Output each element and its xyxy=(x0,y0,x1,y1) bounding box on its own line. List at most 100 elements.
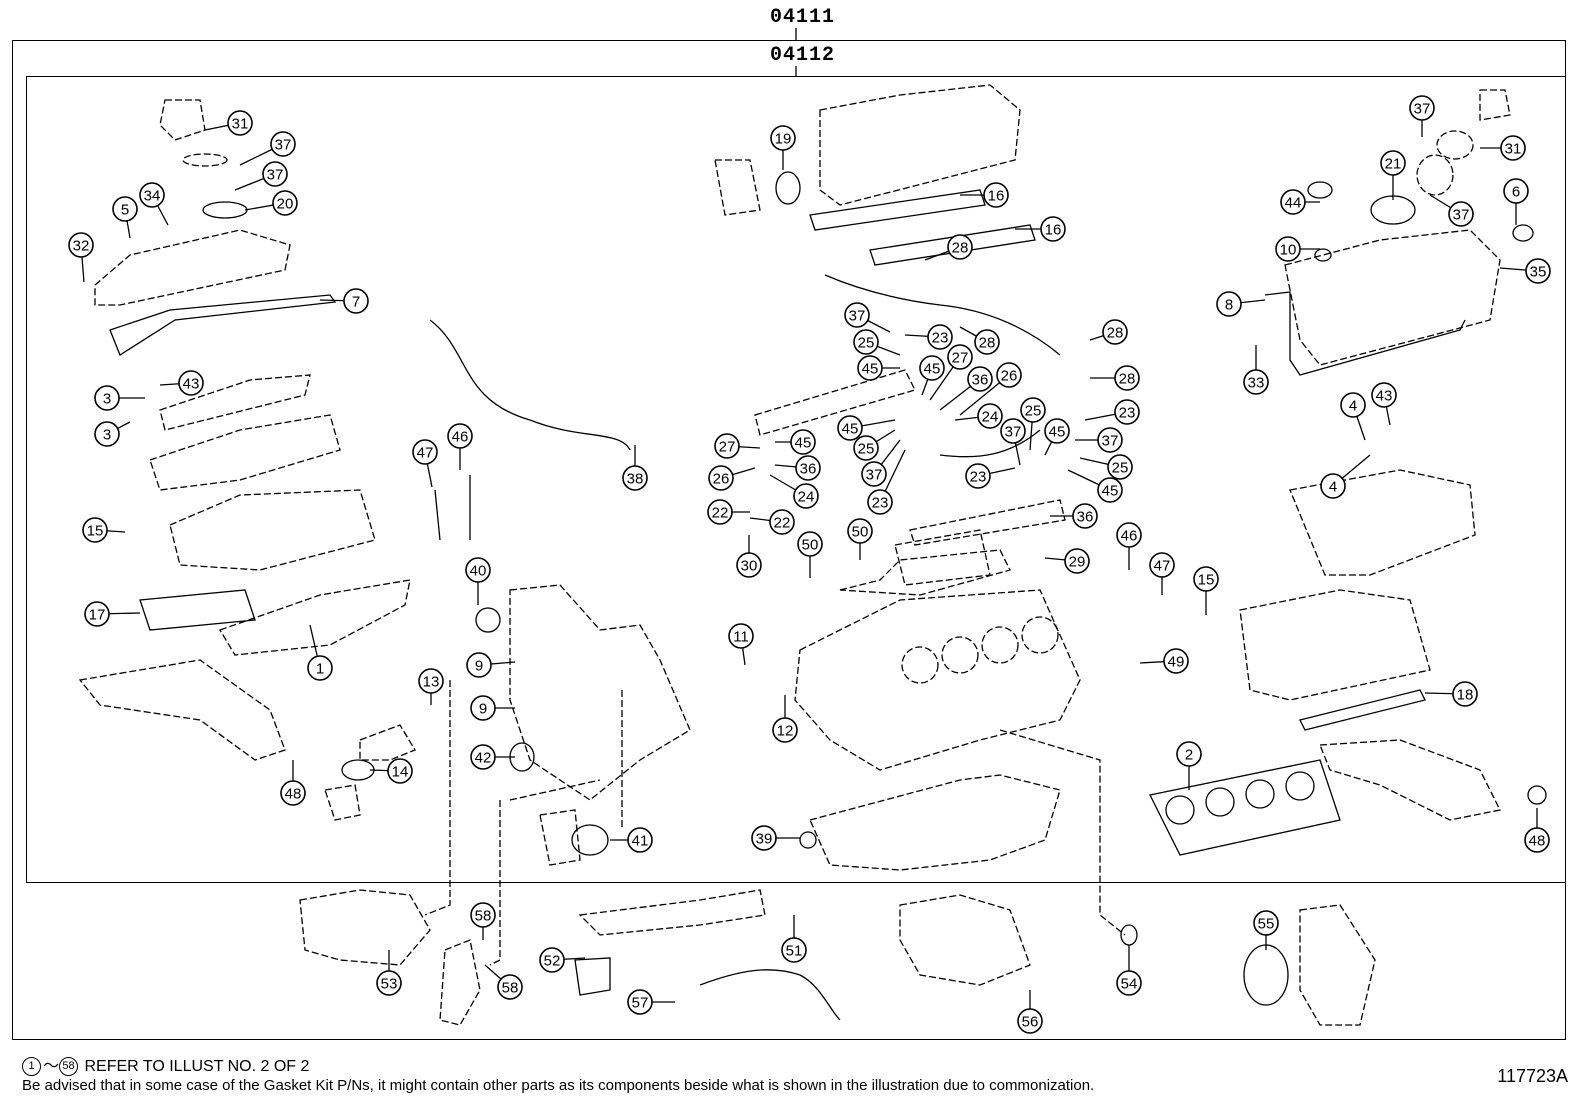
callout-23: 23 xyxy=(965,463,991,489)
callout-24: 24 xyxy=(793,483,819,509)
outer-kit-number: 04111 xyxy=(770,6,836,29)
callout-number: 48 xyxy=(1529,833,1546,850)
callout-number: 45 xyxy=(795,435,812,452)
callout-55: 55 xyxy=(1253,910,1279,936)
callout-25: 25 xyxy=(853,329,879,355)
callout-9: 9 xyxy=(466,652,492,678)
callout-5: 5 xyxy=(112,196,138,222)
callout-number: 26 xyxy=(1001,368,1018,385)
wire-harness xyxy=(429,319,631,451)
callout-1: 1 xyxy=(307,655,333,681)
callout-44: 44 xyxy=(1280,189,1306,215)
callout-number: 52 xyxy=(544,953,561,970)
callout-number: 27 xyxy=(719,439,736,456)
callout-number: 37 xyxy=(1102,433,1119,450)
callout-number: 12 xyxy=(777,723,794,740)
callout-13: 13 xyxy=(418,668,444,694)
callout-15: 15 xyxy=(82,517,108,543)
callout-number: 45 xyxy=(862,361,879,378)
callout-number: 39 xyxy=(756,831,773,848)
callout-number: 54 xyxy=(1121,976,1138,993)
callout-number: 45 xyxy=(842,421,859,438)
callout-number: 3 xyxy=(103,427,111,444)
callout-6: 6 xyxy=(1503,178,1529,204)
callout-number: 45 xyxy=(924,361,941,378)
callout-27: 27 xyxy=(714,433,740,459)
callout-number: 45 xyxy=(1102,483,1119,500)
callout-number: 23 xyxy=(872,495,889,512)
callout-number: 57 xyxy=(632,995,649,1012)
callout-number: 36 xyxy=(1077,509,1094,526)
callout-40: 40 xyxy=(465,557,491,583)
callout-37: 37 xyxy=(1409,95,1435,121)
callout-26: 26 xyxy=(996,362,1022,388)
engine-block xyxy=(794,529,1081,771)
callout-number: 48 xyxy=(285,786,302,803)
callout-number: 40 xyxy=(470,563,487,580)
callout-3: 3 xyxy=(94,421,120,447)
callout-number: 25 xyxy=(1025,403,1042,420)
callout-4: 4 xyxy=(1340,392,1366,418)
callout-12: 12 xyxy=(772,717,798,743)
callout-15: 15 xyxy=(1193,566,1219,592)
callout-37: 37 xyxy=(844,302,870,328)
oil-pump-cover xyxy=(439,939,481,1026)
callout-leaders xyxy=(80,108,1539,1021)
oil-pan-upper xyxy=(799,774,1061,871)
callout-number: 45 xyxy=(1049,424,1066,441)
callout-number: 6 xyxy=(1512,184,1520,201)
callout-number: 20 xyxy=(277,196,294,213)
callout-57: 57 xyxy=(627,989,653,1015)
callout-number: 22 xyxy=(712,505,729,522)
callout-number: 47 xyxy=(417,445,434,462)
callout-number: 4 xyxy=(1349,398,1357,415)
callout-number: 36 xyxy=(972,372,989,389)
callout-number: 25 xyxy=(858,441,875,458)
callout-23: 23 xyxy=(867,489,893,515)
callout-number: 30 xyxy=(741,558,758,575)
callout-16: 16 xyxy=(983,182,1009,208)
callout-14: 14 xyxy=(387,758,413,784)
callout-37: 37 xyxy=(262,161,288,187)
callout-number: 37 xyxy=(849,308,866,325)
range-start-balloon: 1 xyxy=(22,1057,41,1077)
callout-number: 3 xyxy=(103,391,111,408)
oil-pan-lower xyxy=(899,894,1031,986)
callout-31: 31 xyxy=(227,110,253,136)
callout-47: 47 xyxy=(1149,552,1175,578)
callout-31: 31 xyxy=(1500,135,1526,161)
callout-58: 58 xyxy=(470,902,496,928)
callout-number: 58 xyxy=(475,908,492,925)
callout-number: 2 xyxy=(1185,747,1193,764)
callout-32: 32 xyxy=(68,232,94,258)
range-end-balloon: 58 xyxy=(59,1057,79,1077)
callout-number: 28 xyxy=(1107,325,1124,342)
callout-number: 28 xyxy=(952,240,969,257)
callout-number: 46 xyxy=(452,429,469,446)
callout-50: 50 xyxy=(797,531,823,557)
callout-number: 25 xyxy=(1112,460,1129,477)
callout-48: 48 xyxy=(280,780,306,806)
callout-16: 16 xyxy=(1040,216,1066,242)
callout-number: 1 xyxy=(316,661,324,678)
callout-50: 50 xyxy=(847,518,873,544)
callout-43: 43 xyxy=(1371,382,1397,408)
callout-number: 24 xyxy=(798,489,815,506)
callout-46: 46 xyxy=(447,423,473,449)
intake-manifold xyxy=(714,84,1036,266)
callout-number: 16 xyxy=(988,188,1005,205)
callout-number: 55 xyxy=(1258,916,1275,933)
callout-37: 37 xyxy=(861,461,887,487)
callout-35: 35 xyxy=(1525,258,1551,284)
callout-23: 23 xyxy=(927,324,953,350)
left-valve-cover xyxy=(94,229,337,356)
callout-number: 37 xyxy=(866,467,883,484)
callout-number: 7 xyxy=(352,294,360,311)
oil-drain-plug-gasket xyxy=(1120,924,1138,946)
timing-cover xyxy=(475,584,691,866)
left-exhaust-manifold-parts xyxy=(78,374,411,761)
inner-kit-frame xyxy=(26,76,1566,883)
callout-number: 47 xyxy=(1154,558,1171,575)
callout-37: 37 xyxy=(1448,201,1474,227)
